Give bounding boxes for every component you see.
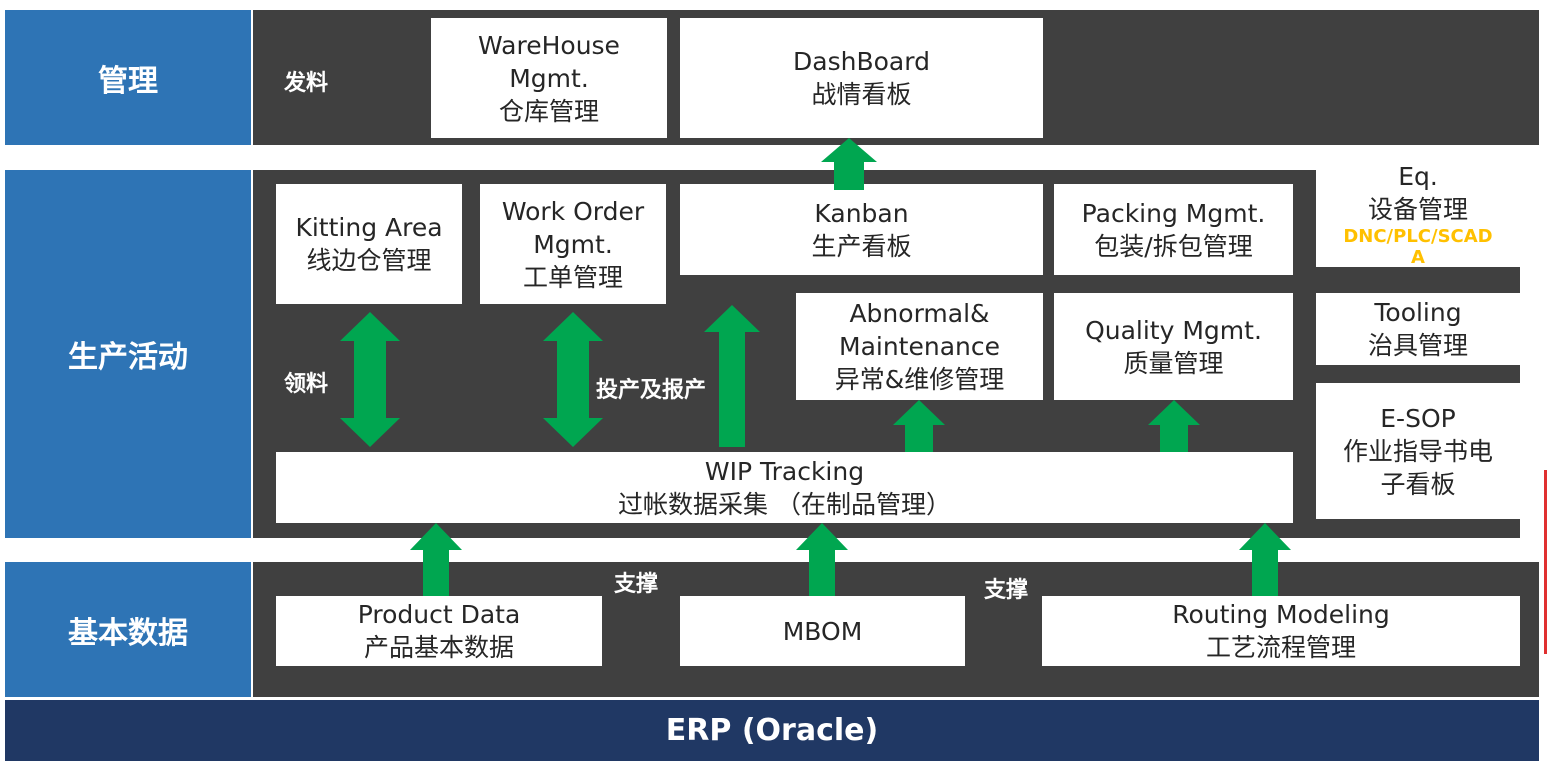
esop-box: E-SOP 作业指导书电 子看板 [1316,383,1520,519]
dashboard-line2: 战情看板 [811,80,912,109]
erp-bar: ERP (Oracle) [5,700,1539,761]
warehouse-line1: WareHouse [478,30,620,60]
wip-line1: WIP Tracking [704,456,865,486]
equipment-mgmt-box: Eq. 设备管理 DNC/PLC/SCAD A [1316,160,1520,268]
equipment-line2: 设备管理 [1367,194,1468,224]
kitting-area-box: Kitting Area 线边仓管理 [276,184,462,304]
packing-line1: Packing Mgmt. [1081,198,1266,228]
equipment-line3: DNC/PLC/SCAD [1343,225,1493,247]
label-issue: 发料 [284,71,329,96]
arrow-up-wip-to-kanban [704,305,760,447]
arrow-up-product-to-wip [410,523,462,596]
routing-line1: Routing Modeling [1172,600,1390,629]
right-edge-line [1544,470,1547,654]
arrow-up-kanban-to-dashboard [821,138,877,190]
tooling-line2: 治具管理 [1367,331,1468,360]
kanban-line1: Kanban [814,198,909,228]
work-order-line1: Work Order [501,196,645,226]
work-order-box: Work Order Mgmt. 工单管理 [480,184,666,304]
routing-modeling-box: Routing Modeling 工艺流程管理 [1042,596,1520,666]
work-order-line2: Mgmt. [533,229,613,259]
mbom-box: MBOM [680,596,965,666]
label-picking: 领料 [284,372,329,397]
arrow-up-mbom-to-wip [796,523,848,596]
arrow-up-wip-to-quality [1148,400,1200,452]
esop-line2: 作业指导书电 [1342,436,1493,466]
arrow-up-routing-to-wip [1239,523,1291,596]
quality-line1: Quality Mgmt. [1085,315,1262,345]
equipment-line4: A [1411,246,1425,268]
product-line1: Product Data [357,600,521,629]
work-order-line3: 工单管理 [522,262,623,292]
product-line2: 产品基本数据 [363,633,514,662]
arrow-double-kitting-wip [340,312,400,447]
abnormal-line2: Maintenance [839,332,1000,361]
tooling-line1: Tooling [1374,298,1462,327]
wip-tracking-box: WIP Tracking 过帐数据采集 （在制品管理） [276,452,1293,523]
layer-label-basic-data: 基本数据 [5,562,251,697]
abnormal-line3: 异常&维修管理 [834,365,1005,394]
layer-label-production: 生产活动 [5,170,251,538]
mbom-line1: MBOM [782,616,863,646]
warehouse-mgmt-box: WareHouse Mgmt. 仓库管理 [431,18,667,138]
esop-line1: E-SOP [1380,403,1456,433]
abnormal-maintenance-box: Abnormal& Maintenance 异常&维修管理 [796,293,1043,400]
equipment-line1: Eq. [1398,161,1438,191]
label-production-report: 投产及报产 [596,378,707,403]
dashboard-box: DashBoard 战情看板 [680,18,1043,138]
packing-mgmt-box: Packing Mgmt. 包装/拆包管理 [1054,184,1293,275]
quality-mgmt-box: Quality Mgmt. 质量管理 [1054,293,1293,400]
tooling-mgmt-box: Tooling 治具管理 [1316,293,1520,365]
quality-line2: 质量管理 [1123,348,1224,378]
label-support-left: 支撑 [614,572,659,597]
label-support-right: 支撑 [984,578,1029,603]
esop-line3: 子看板 [1380,469,1456,499]
dashboard-line1: DashBoard [793,47,930,76]
packing-line2: 包装/拆包管理 [1094,231,1253,261]
routing-line2: 工艺流程管理 [1205,633,1356,662]
warehouse-line2: Mgmt. [509,63,589,93]
kanban-box: Kanban 生产看板 [680,184,1043,275]
arrow-double-workorder-wip [543,312,603,447]
layer-label-management: 管理 [5,10,251,145]
arrow-up-wip-to-abnormal [893,400,945,452]
wip-line2: 过帐数据采集 （在制品管理） [618,489,951,519]
abnormal-line1: Abnormal& [849,299,990,328]
kanban-line2: 生产看板 [811,231,912,261]
kitting-line2: 线边仓管理 [306,246,432,275]
kitting-line1: Kitting Area [295,213,443,242]
warehouse-line3: 仓库管理 [498,96,599,126]
product-data-box: Product Data 产品基本数据 [276,596,602,666]
